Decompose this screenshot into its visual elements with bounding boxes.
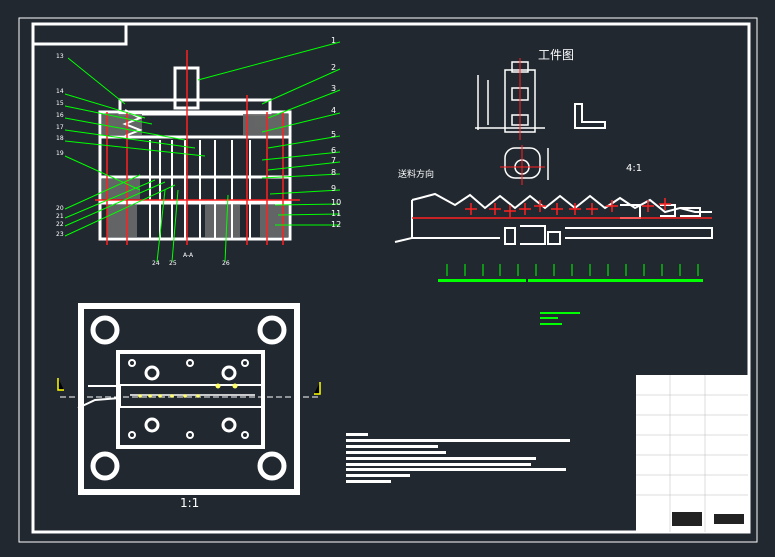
callout-right-9: 9 bbox=[331, 184, 337, 193]
plan-view bbox=[77, 303, 300, 495]
callout-right-8: 8 bbox=[331, 168, 337, 177]
callout-right-4: 4 bbox=[331, 106, 337, 115]
green-notes bbox=[540, 312, 580, 325]
callout-right-2: 2 bbox=[331, 63, 337, 72]
callout-bottom-25: 25 bbox=[169, 260, 177, 267]
callout-left-23: 23 bbox=[56, 231, 64, 238]
strip-holes bbox=[138, 383, 238, 398]
callout-left-13: 13 bbox=[56, 53, 64, 60]
callout-right-10: 10 bbox=[331, 198, 342, 207]
callout-left-15: 15 bbox=[56, 100, 64, 107]
section-view bbox=[95, 50, 300, 245]
callout-left-22: 22 bbox=[56, 221, 64, 228]
leader-lines bbox=[64, 41, 341, 263]
callout-left-16: 16 bbox=[56, 112, 64, 119]
callout-bottom-24: 24 bbox=[152, 260, 160, 267]
strip-scale-label: 4:1 bbox=[626, 163, 643, 174]
station-ticks bbox=[446, 264, 699, 276]
callout-left-14: 14 bbox=[56, 88, 64, 95]
plan-scale-label: 1:1 bbox=[180, 496, 200, 510]
callout-left-18: 18 bbox=[56, 135, 64, 142]
callout-right-5: 5 bbox=[331, 130, 337, 139]
callout-right-1: 1 bbox=[331, 36, 337, 45]
callout-right-6: 6 bbox=[331, 146, 337, 155]
callout-right-3: 3 bbox=[331, 84, 337, 93]
workpiece-title: 工件图 bbox=[538, 48, 575, 62]
callout-left-19: 19 bbox=[56, 150, 64, 157]
feed-direction-label: 送料方向 bbox=[398, 170, 435, 180]
title-block bbox=[636, 375, 748, 532]
pierce-marks bbox=[412, 198, 712, 219]
callout-left-20: 20 bbox=[56, 205, 64, 212]
section-label: A-A bbox=[183, 252, 194, 259]
callout-left-21: 21 bbox=[56, 213, 64, 220]
callout-right-7: 7 bbox=[331, 156, 337, 165]
callout-right-12: 12 bbox=[331, 220, 342, 229]
tech-requirements-block bbox=[346, 433, 570, 483]
callout-left-17: 17 bbox=[56, 124, 64, 131]
drawing-frame bbox=[18, 17, 758, 543]
callout-bottom-26: 26 bbox=[222, 260, 230, 267]
section-cut-markers bbox=[57, 378, 321, 395]
callout-right-11: 11 bbox=[331, 209, 342, 218]
